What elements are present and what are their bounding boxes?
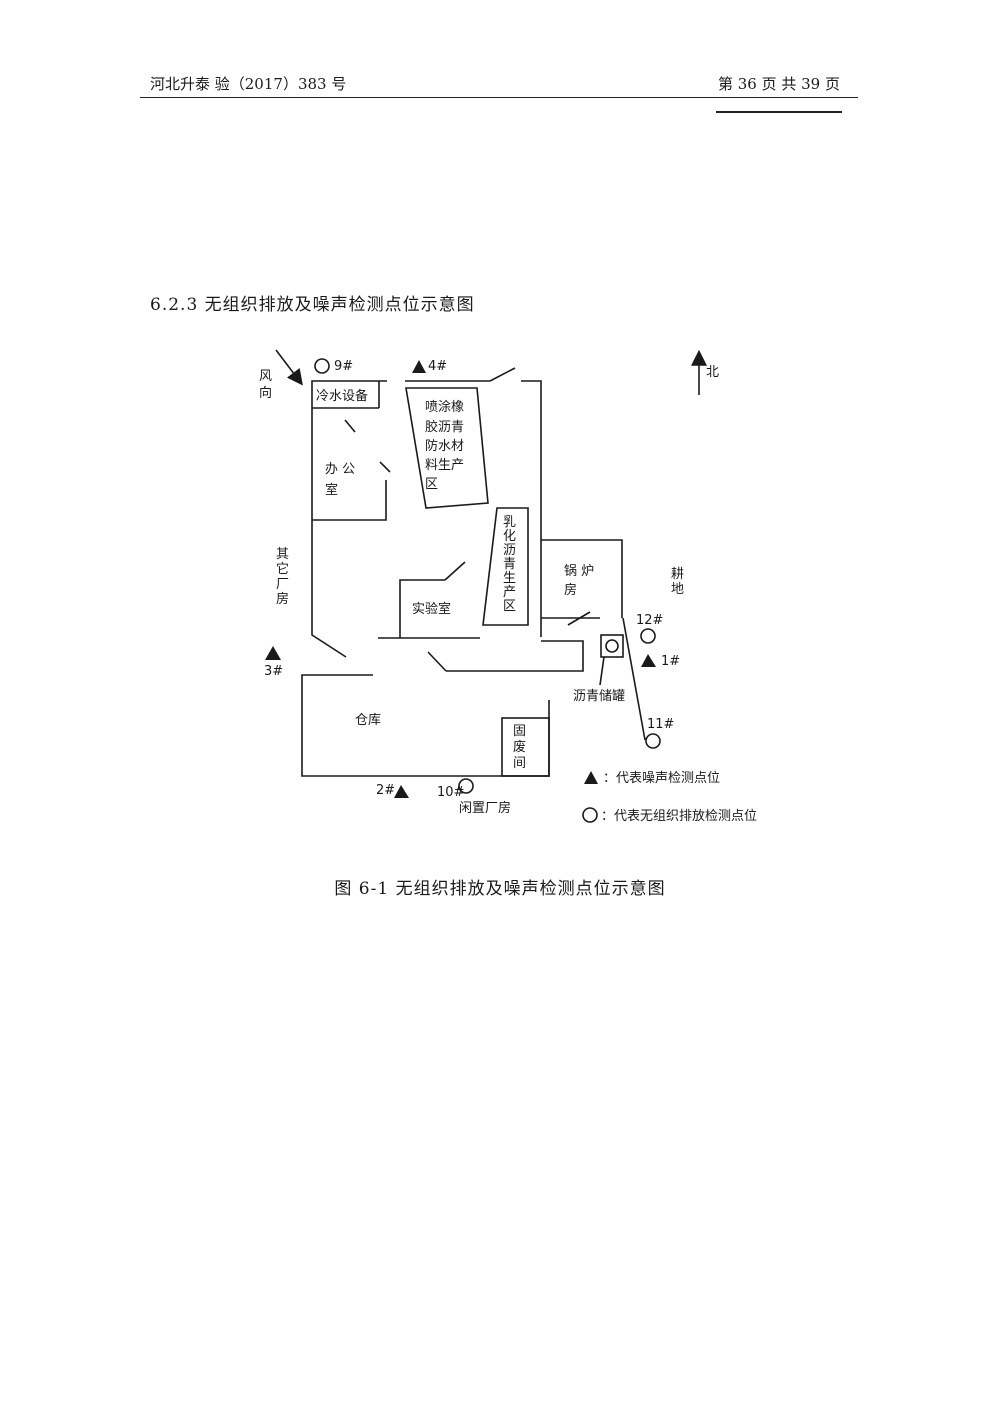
main-building-wall-left <box>311 380 387 658</box>
room-spray-line-5: 区 <box>425 477 438 492</box>
warehouse-walls <box>301 674 550 777</box>
point-label-9: 9# <box>334 359 353 374</box>
wind-label-1: 风 <box>259 369 272 384</box>
fence-line <box>622 617 646 741</box>
spray-production-area <box>405 387 489 509</box>
room-solid-waste-char-1: 废 <box>513 739 526 755</box>
room-boiler-line-2: 房 <box>564 582 577 598</box>
asphalt-tank-leader <box>599 656 605 686</box>
section-title: 6.2.3 无组织排放及噪声检测点位示意图 <box>150 295 475 315</box>
asphalt-tank-circle <box>605 639 619 653</box>
room-spray-line-2: 胶沥青 <box>425 419 464 435</box>
header-rule <box>140 97 858 98</box>
legend-emission-label: ：代表无组织排放检测点位 <box>601 809 757 824</box>
point-label-10: 10# <box>437 785 464 800</box>
legend-noise-label: ：代表噪声检测点位 <box>603 771 720 786</box>
main-building-gate <box>489 367 516 382</box>
room-solid-waste-char-0: 固 <box>513 724 526 739</box>
asphalt-tank-box <box>600 634 624 658</box>
legend-triangle-icon <box>584 771 598 784</box>
noise-point-2 <box>394 785 409 798</box>
room-warehouse-label: 仓库 <box>355 712 381 728</box>
room-office-line-2: 室 <box>325 482 338 498</box>
room-emulsion-char-1: 化 <box>503 529 516 544</box>
emission-point-9 <box>314 358 330 374</box>
lab-walls <box>399 579 445 638</box>
north-label: 北 <box>706 365 719 380</box>
other-plant-char-2: 厂 <box>276 577 289 592</box>
point-label-1: 1# <box>661 654 680 669</box>
point-label-2: 2# <box>376 783 395 798</box>
solid-waste-room <box>501 717 550 777</box>
office-door-2 <box>379 461 391 473</box>
corridor-walls <box>446 640 584 672</box>
farmland-char-1: 地 <box>671 582 684 597</box>
noise-point-4 <box>412 360 426 373</box>
other-plant-char-1: 它 <box>276 561 289 577</box>
site-layout-diagram: 风 向 北 9# 4# 3# 12# 1# 11# 2# 10# 冷水设备 喷涂… <box>259 349 757 824</box>
corridor-door <box>427 651 447 672</box>
idle-plant-label: 闲置厂房 <box>459 800 511 816</box>
point-label-11: 11# <box>647 717 674 732</box>
main-building-wall-right <box>521 380 542 637</box>
room-solid-waste-char-2: 间 <box>513 756 526 771</box>
emission-point-12 <box>640 628 656 644</box>
emission-point-10 <box>458 778 474 794</box>
point-label-3: 3# <box>264 664 283 679</box>
emission-point-11 <box>645 733 661 749</box>
room-spray-line-1: 喷涂橡 <box>425 399 464 415</box>
asphalt-tank-label: 沥青储罐 <box>573 689 625 704</box>
room-emulsion-char-4: 生 <box>503 571 516 586</box>
room-emulsion-char-3: 青 <box>503 557 516 572</box>
emulsion-asphalt-area <box>482 507 529 626</box>
room-emulsion-char-2: 沥 <box>503 543 516 558</box>
point-label-12: 12# <box>636 613 663 628</box>
other-plant-char-3: 房 <box>276 591 289 607</box>
header-page-number: 第 36 页 共 39 页 <box>717 75 840 93</box>
header-rule-short <box>716 111 842 113</box>
room-emulsion-char-6: 区 <box>503 599 516 614</box>
room-boiler-line-1: 锅 炉 <box>564 563 594 579</box>
other-plant-char-0: 其 <box>276 547 289 562</box>
room-spray-line-3: 防水材 <box>425 438 464 454</box>
room-office-line-1: 办 公 <box>325 462 355 477</box>
farmland-char-0: 耕 <box>671 566 684 582</box>
point-label-4: 4# <box>428 359 447 374</box>
noise-point-1 <box>641 654 656 667</box>
room-cooling-label: 冷水设备 <box>316 388 368 404</box>
header-doc-number: 河北升泰 验（2017）383 号 <box>150 75 347 93</box>
boiler-room-walls <box>541 539 623 618</box>
noise-point-3 <box>265 646 281 660</box>
wind-label-2: 向 <box>259 385 272 401</box>
office-walls <box>312 480 387 521</box>
wind-arrow <box>275 349 303 386</box>
room-emulsion-char-0: 乳 <box>503 515 516 530</box>
legend-circle-icon <box>582 807 598 823</box>
room-lab-label: 实验室 <box>412 601 451 617</box>
room-spray-line-4: 料生产 <box>425 458 464 473</box>
office-door-1 <box>344 419 356 433</box>
room-emulsion-char-5: 产 <box>503 585 516 600</box>
lab-door <box>444 561 466 581</box>
figure-caption: 图 6-1 无组织排放及噪声检测点位示意图 <box>334 879 666 899</box>
